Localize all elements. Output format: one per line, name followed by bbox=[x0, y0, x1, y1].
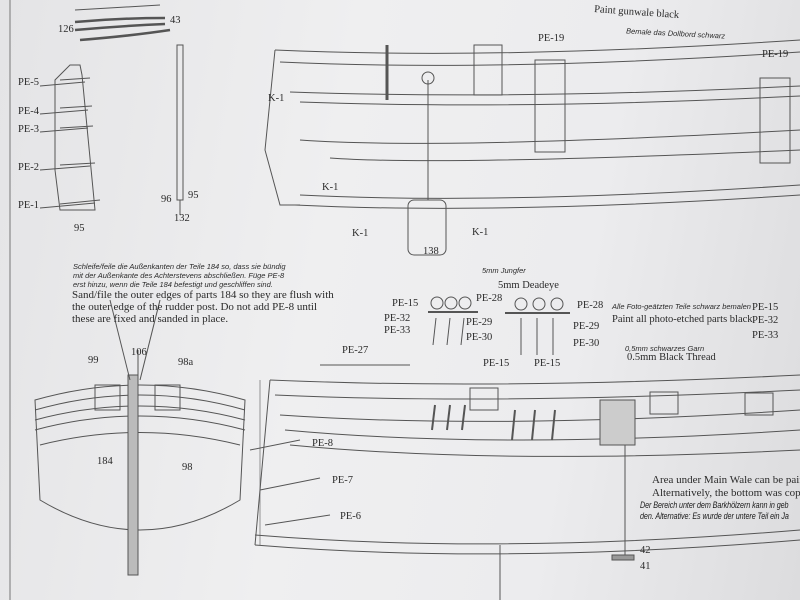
label-pe30-b: PE-30 bbox=[573, 338, 600, 349]
part-label-pe3: PE-3 bbox=[18, 124, 39, 135]
label-pe19-a: PE-19 bbox=[538, 33, 565, 44]
stern-view bbox=[34, 299, 246, 576]
label-k1-b: K-1 bbox=[322, 182, 339, 193]
label-pe28-b: PE-28 bbox=[577, 300, 604, 311]
deadeye-note-en: 5mm Deadeye bbox=[498, 280, 559, 291]
part-label-41: 41 bbox=[640, 561, 651, 572]
part-label-138: 138 bbox=[423, 246, 439, 257]
part-label-106: 106 bbox=[131, 347, 147, 358]
bulwark-top-view bbox=[264, 39, 800, 256]
thread-note-en: 0.5mm Black Thread bbox=[627, 352, 716, 363]
label-pe19-b: PE-19 bbox=[762, 49, 789, 60]
part-label-99: 99 bbox=[88, 355, 99, 366]
label-pe29-b: PE-29 bbox=[573, 321, 600, 332]
deadeye-detail bbox=[428, 296, 570, 355]
part-label-98a: 98a bbox=[178, 357, 194, 368]
wale-note-en-2: Alternatively, the bottom was coppered bbox=[652, 487, 800, 499]
label-pe29-a: PE-29 bbox=[466, 317, 493, 328]
label-k1-d: K-1 bbox=[472, 227, 489, 238]
label-pe32-right: PE-32 bbox=[752, 315, 779, 326]
label-pe8: PE-8 bbox=[312, 438, 333, 449]
part-label-pe2: PE-2 bbox=[18, 162, 39, 173]
label-pe15-b: PE-15 bbox=[483, 358, 510, 369]
label-pe32-a: PE-32 bbox=[384, 313, 411, 324]
label-pe6: PE-6 bbox=[340, 511, 361, 522]
part-label-43: 43 bbox=[170, 15, 181, 26]
part-label-95: 95 bbox=[74, 223, 85, 234]
part-label-pe5: PE-5 bbox=[18, 77, 39, 88]
part-126-43-strips bbox=[74, 4, 171, 42]
label-pe30-a: PE-30 bbox=[466, 332, 493, 343]
label-pe7: PE-7 bbox=[332, 475, 353, 486]
part-label-42: 42 bbox=[640, 545, 651, 556]
label-k1-c: K-1 bbox=[352, 228, 369, 239]
label-pe15-a: PE-15 bbox=[392, 298, 419, 309]
hull-side-view bbox=[249, 364, 800, 600]
stern-note-en-3: these are fixed and sanded in place. bbox=[72, 313, 229, 325]
deadeye-note-de: 5mm Jungfer bbox=[482, 266, 526, 275]
part-label-184: 184 bbox=[97, 456, 113, 467]
label-pe15-c: PE-15 bbox=[534, 358, 561, 369]
label-pe33-right: PE-33 bbox=[752, 330, 779, 341]
part-label-96: 96 bbox=[161, 194, 172, 205]
wale-note-en-1: Area under Main Wale can be painted o bbox=[652, 474, 800, 486]
part-label-pe4: PE-4 bbox=[18, 106, 39, 117]
paint-note-de: Alle Foto-geätzten Teile schwarz bemalen bbox=[612, 302, 751, 311]
stern-note-de-3: erst hinzu, wenn die Teile 184 befestigt… bbox=[73, 280, 273, 289]
stern-note-en-2: the outer edge of the rudder post. Do no… bbox=[72, 301, 318, 313]
label-k1-a: K-1 bbox=[268, 93, 285, 104]
paint-note-en: Paint all photo-etched parts black bbox=[612, 314, 753, 325]
label-pe15-right: PE-15 bbox=[752, 302, 779, 313]
part-96-95-132 bbox=[176, 44, 184, 215]
part-label-126: 126 bbox=[58, 24, 74, 35]
stern-post-ladder bbox=[39, 64, 101, 211]
part-label-95b: 95 bbox=[188, 190, 199, 201]
wale-note-de-2: den. Alternative: Es wurde der untere Te… bbox=[640, 511, 789, 521]
thread-note-de: 0,5mm schwarzes Garn bbox=[625, 344, 705, 353]
wale-note-de-1: Der Bereich unter dem Barkhölzern kann i… bbox=[640, 500, 789, 510]
label-pe33-a: PE-33 bbox=[384, 325, 411, 336]
label-pe28-a: PE-28 bbox=[476, 293, 503, 304]
stern-note-de-2: mit der Außenkante des Achterstevens abs… bbox=[73, 271, 285, 280]
label-pe27: PE-27 bbox=[342, 345, 369, 356]
part-label-pe1: PE-1 bbox=[18, 200, 39, 211]
stern-note-en-1: Sand/file the outer edges of parts 184 s… bbox=[72, 289, 334, 301]
part-label-132: 132 bbox=[174, 213, 190, 224]
part-label-98: 98 bbox=[182, 462, 193, 473]
stern-note-de-1: Schleife/feile die Außenkanten der Teile… bbox=[73, 262, 286, 271]
